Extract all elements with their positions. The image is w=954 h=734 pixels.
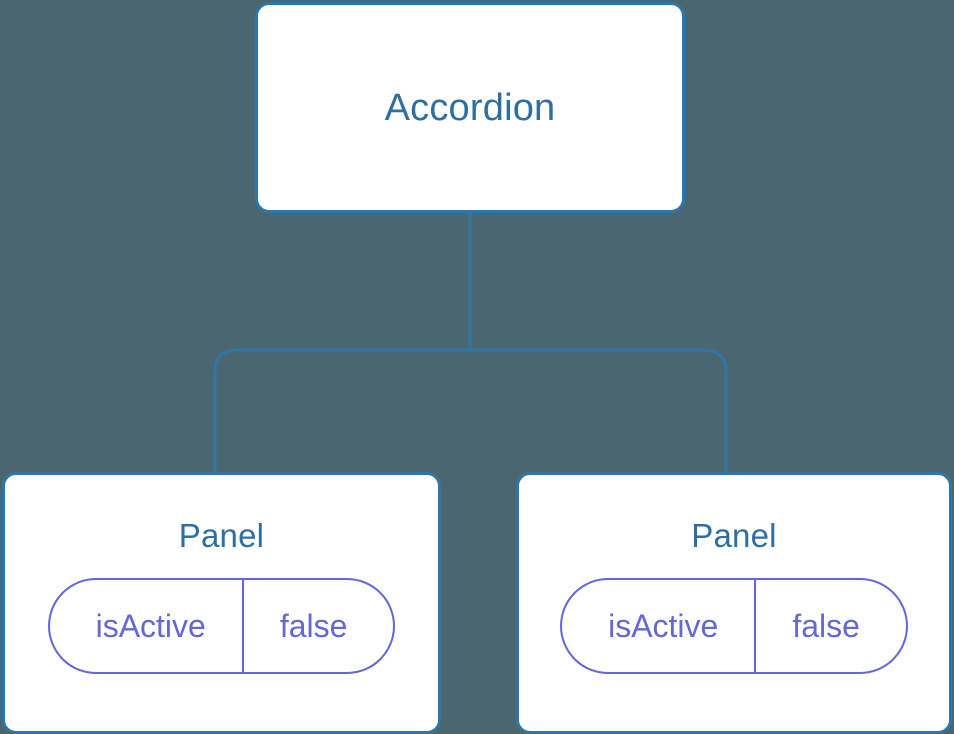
prop-pill-isactive-left[interactable]: isActive false [47,578,396,674]
node-panel-left-label: Panel [178,517,265,554]
prop-pill-isactive-right[interactable]: isActive false [560,578,908,674]
node-accordion[interactable]: Accordion [255,2,685,213]
prop-value-isactive: false [241,580,394,672]
prop-value-isactive: false [754,580,906,672]
node-accordion-label: Accordion [384,86,556,129]
connector-branch [213,348,728,472]
node-panel-right-label: Panel [691,517,777,554]
prop-key-isactive: isActive [608,608,719,644]
node-panel-right[interactable]: Panel isActive false [516,472,952,734]
node-panel-left[interactable]: Panel isActive false [2,472,441,734]
prop-key-isactive: isActive [95,608,206,644]
